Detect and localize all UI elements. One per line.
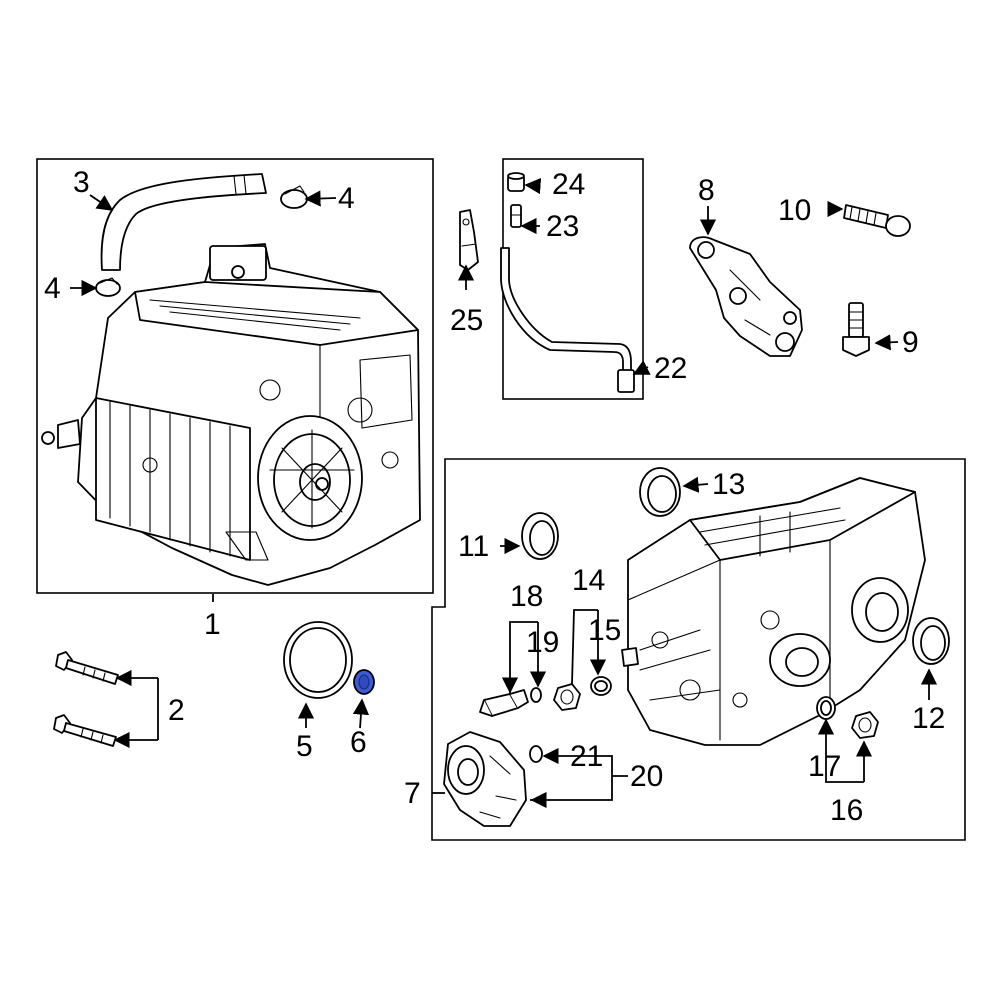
plug-part-14[interactable] xyxy=(553,683,581,711)
cap-part-24[interactable] xyxy=(507,172,525,192)
callout-14: 14 xyxy=(572,564,605,597)
callout-25: 25 xyxy=(450,304,483,337)
gearbox-assembly-box xyxy=(431,458,966,841)
callout-4-lower: 4 xyxy=(44,272,61,305)
bolt-part-10[interactable] xyxy=(843,204,911,237)
washer-part-15[interactable] xyxy=(590,676,612,696)
plug-part-16[interactable] xyxy=(851,711,879,739)
callout-15: 15 xyxy=(588,614,621,647)
callout-23: 23 xyxy=(546,210,579,243)
hose-part-3[interactable] xyxy=(100,173,267,271)
mount-bracket-part-8[interactable] xyxy=(689,236,803,357)
callout-5: 5 xyxy=(296,730,313,763)
callout-12: 12 xyxy=(912,702,945,735)
seal-part-6[interactable] xyxy=(353,669,375,695)
callout-20: 20 xyxy=(630,760,663,793)
callout-13: 13 xyxy=(712,468,745,501)
callout-labels: 3 4 4 1 2 5 6 7 8 10 9 11 12 13 14 15 16… xyxy=(44,166,945,827)
callout-17: 17 xyxy=(808,750,841,783)
seal-part-11[interactable] xyxy=(521,512,559,560)
callout-6: 6 xyxy=(350,726,367,759)
o-ring-part-5[interactable] xyxy=(283,621,353,699)
callout-8: 8 xyxy=(698,174,715,207)
leader-lines xyxy=(70,177,938,809)
callout-4-upper: 4 xyxy=(338,182,355,215)
callout-24: 24 xyxy=(552,168,585,201)
motor-assembly-box xyxy=(36,158,434,594)
pipe-part-22[interactable] xyxy=(500,247,635,393)
callout-11: 11 xyxy=(458,530,489,563)
callout-19: 19 xyxy=(526,626,559,659)
callout-2: 2 xyxy=(168,694,185,727)
bolt-part-2-lower[interactable] xyxy=(53,714,117,747)
callout-22: 22 xyxy=(654,352,687,385)
bracket-part-25[interactable] xyxy=(459,209,479,271)
callout-10: 10 xyxy=(778,194,811,227)
callout-21: 21 xyxy=(570,740,603,773)
callout-3: 3 xyxy=(73,166,90,199)
o-ring-part-19[interactable] xyxy=(530,687,542,703)
callout-7: 7 xyxy=(404,777,421,810)
washer-part-17[interactable] xyxy=(816,696,836,720)
seal-part-12[interactable] xyxy=(912,617,950,665)
bolt-part-2-upper[interactable] xyxy=(55,651,119,685)
motor-part-1[interactable] xyxy=(41,243,421,586)
callout-9: 9 xyxy=(902,326,919,359)
clamp-part-4-upper[interactable] xyxy=(280,185,308,209)
bolt-part-9[interactable] xyxy=(842,302,870,357)
callout-1: 1 xyxy=(204,608,221,641)
fitting-part-23[interactable] xyxy=(510,204,522,228)
clamp-part-4-lower[interactable] xyxy=(95,277,121,297)
actuator-part-20[interactable] xyxy=(443,731,527,827)
callout-18: 18 xyxy=(510,580,543,613)
sensor-part-18[interactable] xyxy=(479,689,529,717)
gearbox-housing[interactable] xyxy=(621,477,926,746)
callout-16: 16 xyxy=(830,794,863,827)
seal-part-13[interactable] xyxy=(639,467,681,517)
o-ring-part-21[interactable] xyxy=(529,745,543,763)
